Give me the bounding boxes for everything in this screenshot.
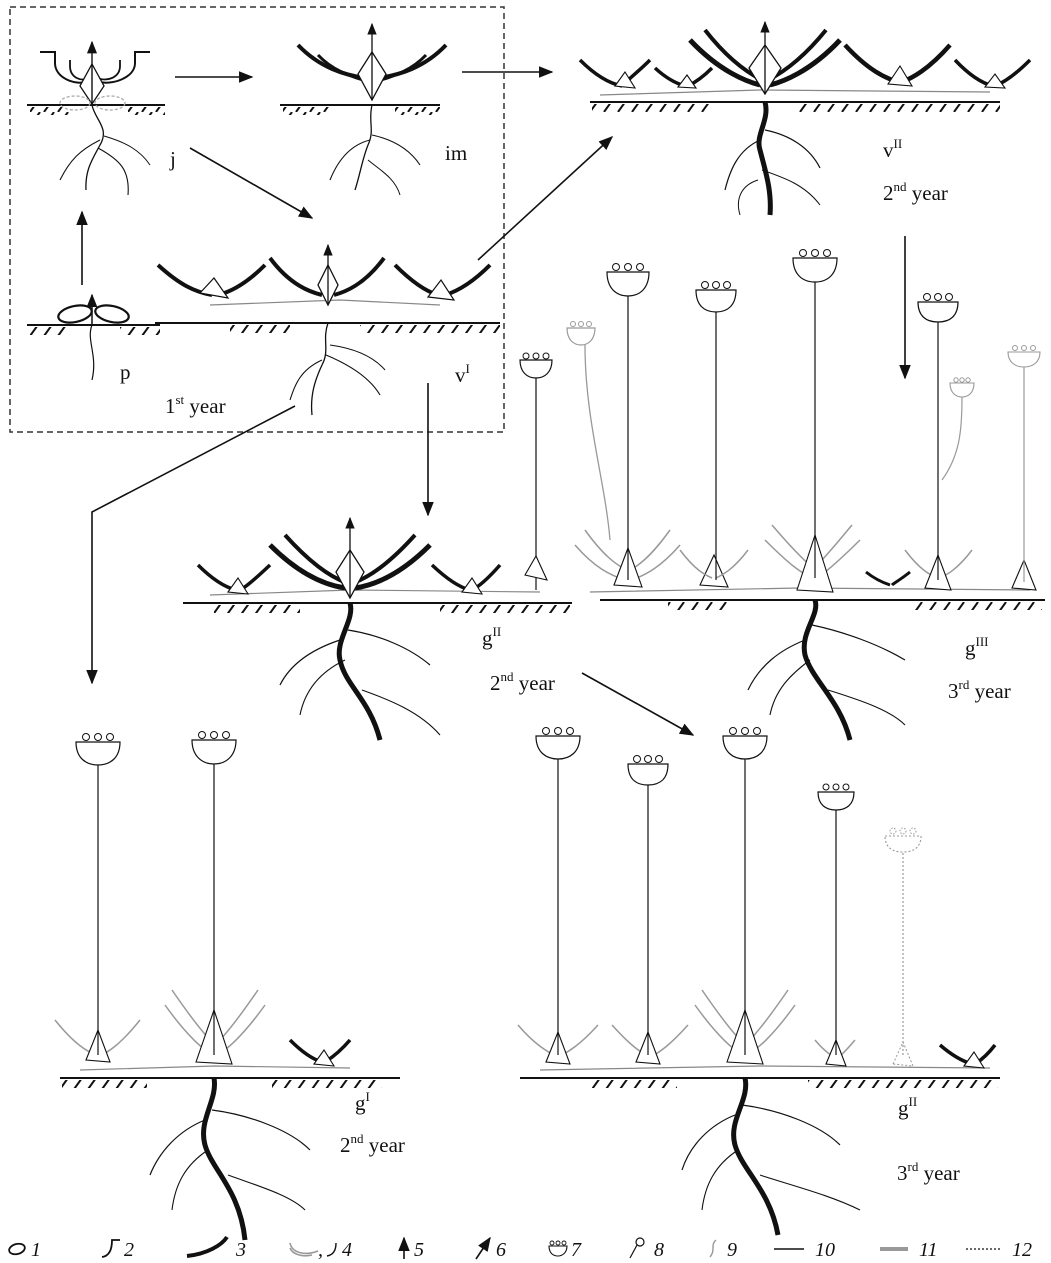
legend-number-3: 3: [235, 1239, 246, 1261]
stage-label-im: im: [445, 141, 467, 165]
legend-number-2: 2: [124, 1239, 134, 1261]
juvenile-leaf-symbol: [101, 1239, 120, 1258]
legend-number-7: 7: [571, 1239, 582, 1261]
legend-item-3: 3: [186, 1235, 246, 1261]
stage-label-p: p: [120, 360, 131, 384]
stage-label-j: j: [169, 147, 176, 171]
legend-item-9: 9: [709, 1239, 737, 1261]
legend-number-8: 8: [654, 1239, 664, 1261]
stage-label-g3: gIII: [965, 634, 989, 660]
legend-item-1: 1: [8, 1239, 41, 1261]
arrow-v1-to-v2: [477, 136, 614, 261]
dying-shoot-symbol: [709, 1239, 717, 1258]
legend-item-4: , 4: [289, 1239, 352, 1261]
arrow-g2a-to-g2b: [581, 672, 695, 736]
legend-item-7: 7: [548, 1239, 582, 1261]
legend-item-2: 2: [101, 1239, 134, 1261]
legend-item-12: 12: [966, 1239, 1032, 1261]
legend-item-8: 8: [629, 1237, 664, 1261]
stage-label-g2a: gII: [482, 624, 501, 650]
legend: 1 2 3 , 4 5 6 7: [8, 1235, 1032, 1261]
legend-number-12: 12: [1012, 1239, 1032, 1261]
axillary-inflorescence-symbol: [635, 1237, 645, 1247]
legend-number-11: 11: [919, 1239, 938, 1261]
stage-p-drawing: [27, 293, 160, 381]
bract-symbol: [326, 1242, 337, 1257]
stage-g1-drawing: [54, 731, 400, 1241]
stage-label-g1: gI: [355, 1089, 370, 1115]
legend-number-5: 5: [414, 1239, 424, 1261]
stage-j-drawing: [27, 40, 165, 196]
legend-number-4: 4: [342, 1239, 352, 1261]
legend-item-5: 5: [398, 1236, 424, 1261]
year-label-v2: 2nd year: [883, 179, 948, 205]
arrow-v1-to-g1: [86, 405, 296, 685]
stage-g2b-drawing: [517, 727, 1000, 1236]
stage-label-v2: vII: [883, 136, 902, 162]
legend-item-11: 11: [880, 1239, 938, 1261]
stage-im-drawing: [280, 22, 448, 196]
cotyledon-symbol: [8, 1242, 26, 1256]
stage-g2a-drawing: [183, 352, 572, 741]
year-label-g2a: 2nd year: [490, 669, 555, 695]
legend-number-6: 6: [496, 1239, 506, 1261]
stage-label-v1: vI: [455, 361, 470, 387]
year-label-g2b: 3rd year: [897, 1159, 960, 1185]
legend-number-10: 10: [815, 1239, 835, 1261]
year-label-g1: 2nd year: [340, 1131, 405, 1157]
stage-v1-drawing: [155, 243, 500, 416]
stage-v2-drawing: [578, 20, 1032, 216]
inflorescence-symbol: [548, 1245, 568, 1257]
legend-number-9: 9: [727, 1239, 737, 1261]
rosette-leaf-symbol: [186, 1235, 229, 1258]
arrow-j-to-v1: [189, 147, 314, 219]
stem-leaf-symbol: [289, 1242, 319, 1255]
stage-label-g2b: gII: [898, 1094, 917, 1120]
first-year-frame: [9, 6, 505, 433]
year-label-v1: 1st year: [165, 392, 226, 418]
legend-item-6: 6: [475, 1236, 506, 1261]
legend-number-1: 1: [31, 1239, 41, 1261]
legend-item-10: 10: [774, 1239, 835, 1261]
stage-g3-drawing: [566, 249, 1045, 741]
stem-leaf-symbol-small: [289, 1247, 313, 1257]
legend-separator: ,: [318, 1239, 323, 1261]
axillary-bud-arrow-symbol: [475, 1236, 491, 1260]
transition-arrows: [76, 66, 911, 736]
year-label-g3: 3rd year: [948, 677, 1011, 703]
